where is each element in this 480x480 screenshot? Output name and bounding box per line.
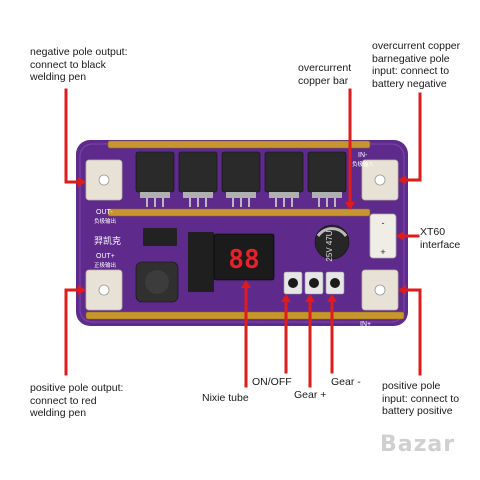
capacitor-label: 25V 47U: [325, 230, 334, 261]
label-positive-pole-output: positive pole output: connect to red wel…: [30, 382, 124, 419]
mosfet-5: [307, 151, 347, 193]
arrow-negative-pole-output: [64, 88, 84, 184]
xt60-plus-mark: +: [380, 247, 385, 257]
arrow-positive-pole-output: [64, 288, 84, 376]
mosfet-1: [135, 151, 175, 193]
watermark-logo: Bazar: [380, 432, 456, 457]
copper-bar-middle: [107, 208, 371, 217]
mosfet-3: [221, 151, 261, 193]
small-ic: [143, 228, 177, 246]
xt60-minus-mark: -: [382, 218, 385, 228]
silk-in-minus: IN-: [358, 152, 368, 159]
main-chip: [188, 232, 214, 292]
label-gear-minus: Gear -: [331, 376, 361, 388]
silk-out-minus: OUT-: [96, 209, 113, 216]
silk-in-minus-cn: 负极输入: [352, 160, 375, 168]
silk-out-plus-cn: 正极输出: [94, 261, 116, 269]
label-gear-plus: Gear +: [294, 389, 327, 401]
mosfet-2: [178, 151, 218, 193]
silk-out-plus: OUT+: [96, 253, 115, 260]
label-negative-pole-output: negative pole output: connect to black w…: [30, 46, 128, 83]
arrow-heads: [78, 175, 406, 302]
label-overcurrent-copper-bar: overcurrent copper bar: [298, 62, 352, 87]
arrow-positive-pole-input: [400, 288, 422, 376]
display-module: [213, 233, 275, 281]
display-digits: 88: [228, 245, 259, 275]
label-positive-pole-input: positive pole input: connect to battery …: [382, 380, 460, 417]
silk-in-plus-cn: 正极输入: [354, 328, 377, 336]
buttons: [283, 271, 345, 295]
silk-in-plus: IN+: [360, 321, 371, 328]
arrow-negative-pole-input: [400, 92, 422, 182]
mosfet-row: [135, 151, 347, 193]
capacitor: [314, 224, 350, 260]
silk-brand: 羿凯克: [94, 235, 121, 247]
label-negative-pole-input: overcurrent copper barnegative pole inpu…: [372, 40, 461, 90]
label-nixie-tube: Nixie tube: [202, 392, 249, 404]
silk-out-minus-cn: 负极输出: [94, 217, 116, 225]
label-on-off: ON/OFF: [252, 376, 292, 388]
copper-bar-top: [107, 140, 371, 149]
label-xt60-interface: XT60 interface: [420, 226, 461, 251]
mosfet-4: [264, 151, 304, 193]
